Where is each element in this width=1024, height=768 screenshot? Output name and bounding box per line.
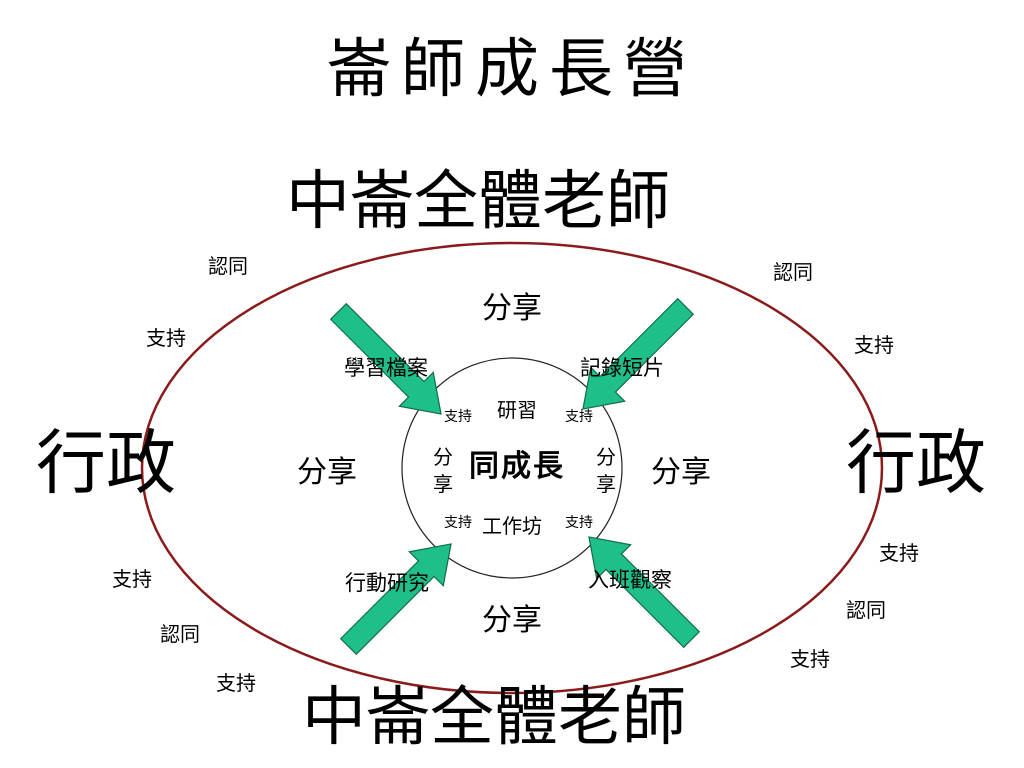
share-right: 分享 — [651, 455, 711, 490]
center-share-right-2: 享 — [596, 472, 616, 496]
arrow-label-action-research: 行動研究 — [345, 571, 429, 595]
arrow-label-video-record: 記錄短片 — [580, 356, 664, 380]
center-share-right-1: 分 — [596, 445, 616, 469]
arrow-top-left — [329, 302, 442, 415]
center-support-tl: 支持 — [444, 409, 472, 425]
outer-recognize-br: 認同 — [846, 598, 886, 622]
center-top-workshop: 研習 — [497, 398, 537, 422]
outer-recognize-tl: 認同 — [208, 254, 248, 278]
bottom-group-label: 中崙全體老師 — [302, 681, 686, 755]
outer-support-bl-1: 支持 — [112, 567, 152, 591]
arrow-label-classroom-observation: 入班觀察 — [588, 568, 672, 592]
center-support-br: 支持 — [565, 515, 593, 531]
outer-support-bl-2: 支持 — [216, 671, 256, 695]
outer-support-br-1: 支持 — [879, 541, 919, 565]
center-title: 同成長 — [469, 449, 565, 484]
outer-recognize-bl: 認同 — [160, 622, 200, 646]
arrow-bottom-right — [588, 536, 701, 649]
arrow-top-right — [582, 297, 695, 410]
share-top: 分享 — [482, 291, 542, 326]
arrow-bottom-left — [339, 543, 452, 656]
outer-ellipse — [140, 241, 884, 695]
left-admin-label: 行政 — [36, 422, 176, 504]
center-circle — [401, 357, 623, 579]
page-title: 崙師成長營 — [327, 33, 697, 107]
center-share-left-2: 享 — [433, 472, 453, 496]
center-support-bl: 支持 — [444, 515, 472, 531]
center-share-left-1: 分 — [433, 445, 453, 469]
outer-support-tl: 支持 — [146, 326, 186, 350]
arrow-label-learning-portfolio: 學習檔案 — [344, 356, 428, 380]
share-left: 分享 — [297, 455, 357, 490]
outer-recognize-tr: 認同 — [773, 260, 813, 284]
share-bottom: 分享 — [482, 603, 542, 638]
top-group-label: 中崙全體老師 — [286, 165, 670, 239]
outer-support-tr: 支持 — [854, 333, 894, 357]
outer-support-br-2: 支持 — [790, 647, 830, 671]
center-support-tr: 支持 — [565, 409, 593, 425]
right-admin-label: 行政 — [846, 422, 986, 504]
center-bottom-workshop: 工作坊 — [482, 514, 542, 538]
